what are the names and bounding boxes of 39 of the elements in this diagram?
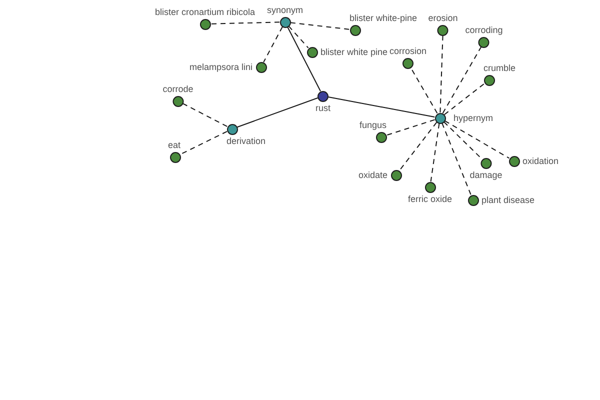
node-label: fungus bbox=[359, 120, 386, 130]
dashed-connector-line bbox=[290, 22, 350, 30]
node-label: oxidate bbox=[358, 170, 388, 180]
dashed-connector-line bbox=[288, 26, 309, 48]
node-label: plant disease bbox=[482, 194, 535, 206]
node-label: erosion bbox=[428, 12, 458, 24]
dashed-connector-line bbox=[442, 122, 472, 196]
dashed-connector-line bbox=[179, 130, 228, 156]
node-label: oxidation bbox=[522, 156, 559, 166]
node-label: corroding bbox=[465, 24, 503, 36]
dashed-connector-line bbox=[386, 119, 436, 136]
node-label: blister white-pine bbox=[350, 12, 418, 24]
node-label: eat bbox=[168, 140, 180, 150]
dashed-connector-line bbox=[182, 103, 228, 127]
node-label: synonym bbox=[267, 4, 303, 16]
connector-line bbox=[287, 26, 321, 92]
node-label: crumble bbox=[484, 62, 516, 74]
connector-line bbox=[236, 97, 318, 128]
node-label: derivation bbox=[226, 136, 266, 146]
dashed-connector-line bbox=[398, 122, 438, 172]
dashed-connector-line bbox=[263, 26, 283, 63]
node-label: blister white pine bbox=[320, 46, 388, 58]
node-label: damage bbox=[470, 170, 502, 180]
dashed-connector-line bbox=[440, 35, 444, 113]
node-label: blister cronartium ribicola bbox=[154, 6, 256, 18]
dashed-connector-line bbox=[210, 22, 280, 24]
dashed-connector-line bbox=[410, 67, 438, 114]
node-label: hypernym bbox=[454, 112, 494, 124]
connector-line bbox=[328, 96, 436, 118]
dashed-connector-line bbox=[444, 120, 510, 159]
dashed-connector-line bbox=[444, 82, 486, 116]
dashed-connector-line bbox=[443, 121, 483, 160]
node-label: corrosion bbox=[390, 46, 426, 56]
node-label: ferric oxide bbox=[408, 194, 452, 204]
node-label: corrode bbox=[162, 84, 194, 94]
dashed-connector-line bbox=[430, 122, 440, 182]
node-label: melampsora lini bbox=[189, 62, 252, 72]
dashed-connector-line bbox=[442, 46, 482, 114]
node-label: rust bbox=[316, 102, 330, 114]
